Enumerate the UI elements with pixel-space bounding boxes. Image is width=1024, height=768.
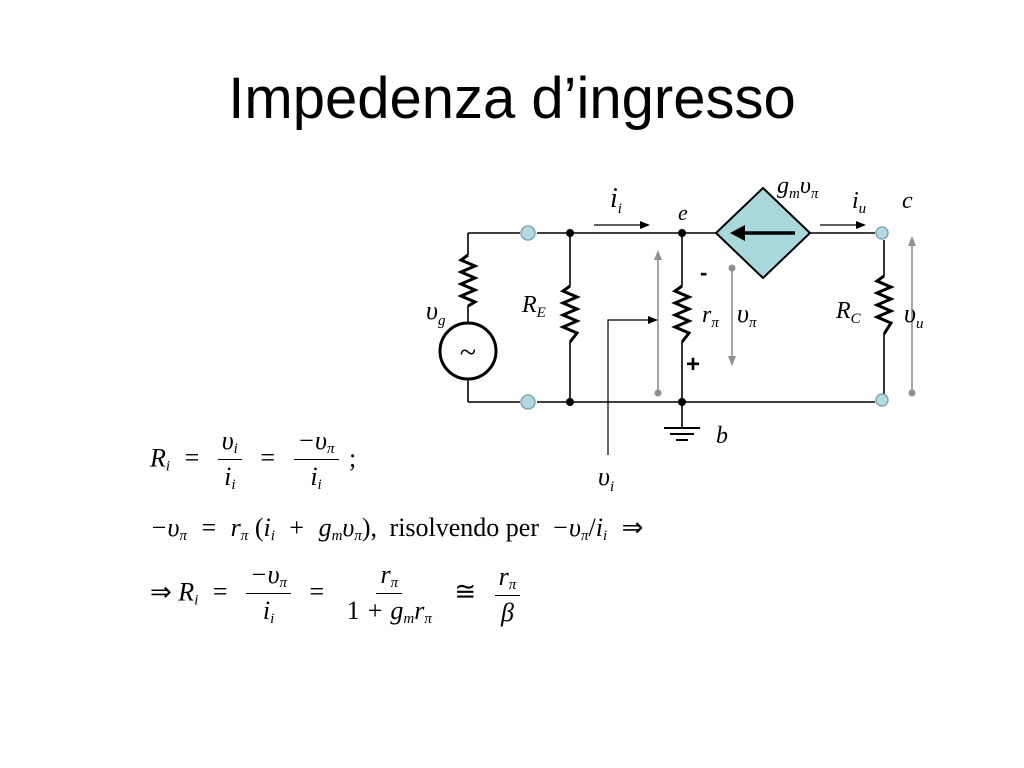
output-terminal-bottom [875,393,889,407]
label-vi: υi [598,462,614,495]
rpi-resistor [671,284,693,343]
label-iu: iu [852,188,866,217]
re-resistor [559,284,581,343]
node-dot [678,398,686,406]
label-vpi: υπ [737,299,757,331]
label-rpi: rπ [702,302,719,331]
label-e: e [678,200,688,225]
fraction-vi-over-ii: υi ii [217,428,242,493]
label-b: b [716,423,728,449]
input-terminal-bottom [520,394,536,410]
fraction-minus-vpi-over-ii: −υπ ii [293,428,339,493]
rc-resistor [873,274,895,335]
fraction-rpi-over-1-plus-gmrpi: rπ 1+gmrπ [346,560,432,627]
label-plus: + [686,351,700,378]
equation-ri-result: ⇒ Ri = −υπ ii = rπ 1+gmrπ ≅ rπ β [150,562,524,627]
input-terminal-top [520,225,536,241]
page-title: Impedenza d’ingresso [228,66,796,131]
output-terminal-top [875,226,889,240]
label-vg: υg [426,296,446,329]
node-dot [566,398,574,406]
label-c: c [902,188,913,214]
source-arrow-icon [730,225,745,241]
equation-ri-definition: Ri = υi ii = −υπ ii ; [150,426,357,493]
label-vu: υu [904,299,923,332]
source-tilde: ~ [460,336,476,369]
fraction-rpi-over-beta: rπ β [494,563,521,626]
label-rc: RC [835,298,862,327]
voltage-source [438,321,498,381]
vi-pointer [607,319,650,455]
label-ii: ii [610,183,622,217]
solving-text: risolvendo per [389,513,539,542]
fraction-minus-vpi-over-ii: −υπ ii [246,562,292,627]
label-gmvpi: gmυπ [777,173,819,202]
node-dot [566,229,574,237]
label-re: RE [521,292,546,321]
equation-vpi-relation: −υπ = rπ (ii + gmυπ), risolvendo per −υπ… [150,513,644,544]
label-minus: - [700,260,707,285]
source-resistor [457,253,479,308]
node-dot [678,229,686,237]
circuit-wires [467,232,885,441]
